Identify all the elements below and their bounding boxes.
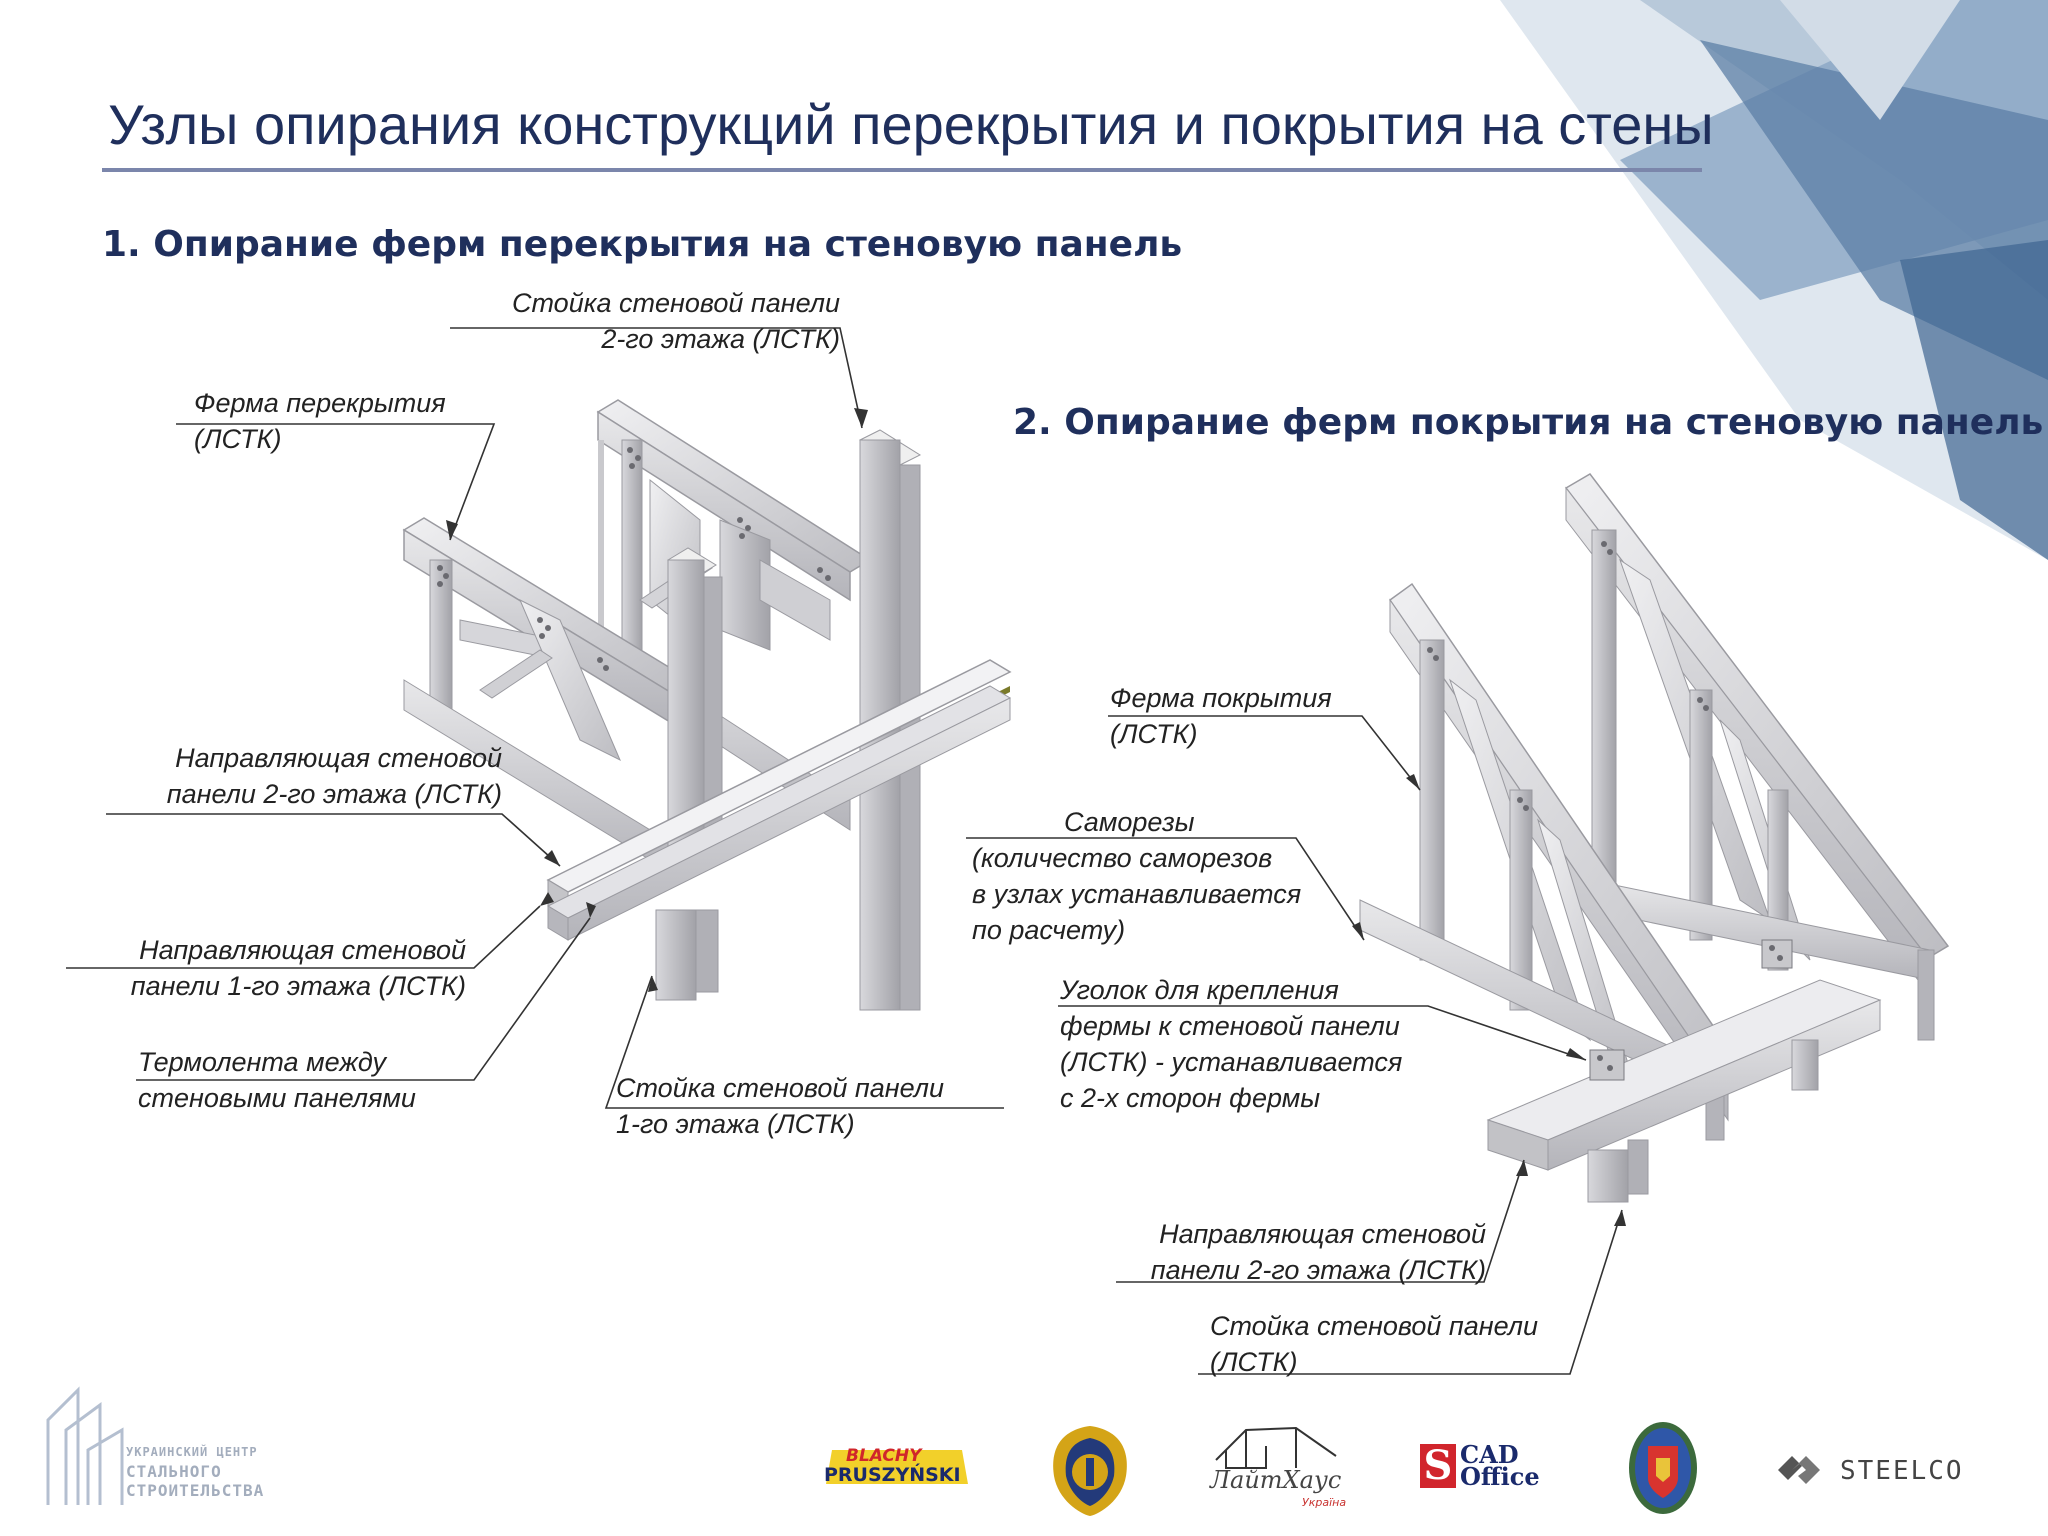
section-1-heading: 1. Опирание ферм перекрытия на стеновую … (102, 224, 1183, 265)
cad-office-logo: S CAD Office (1420, 1440, 1560, 1494)
slide-title: Узлы опирания конструкций перекрытия и п… (108, 93, 1714, 156)
lait-haus-text: ЛайтХаус (1210, 1466, 1342, 1494)
callout-line: панели 1-го этажа (ЛСТК) (130, 971, 466, 1001)
blachy-pruszynski-logo: BLACHY PRUSZYŃSKI (812, 1440, 972, 1500)
callout-roof-truss: Ферма покрытия (ЛСТК) (1110, 680, 1332, 752)
callout-line: (ЛСТК) - устанавливается (1060, 1047, 1403, 1077)
callout-line: Направляющая стеновой (175, 743, 502, 773)
callout-angle-bracket: Уголок для крепления фермы к стеновой па… (1060, 972, 1402, 1116)
cad-text: CAD (1460, 1440, 1519, 1469)
office-text: Office (1460, 1462, 1540, 1491)
callout-line: Стойка стеновой панели (616, 1073, 944, 1103)
callout-line: (количество саморезов (972, 843, 1273, 873)
blachy-text: BLACHY (846, 1446, 922, 1466)
ucss-logo-text: УКРАИНСКИЙ ЦЕНТР СТАЛЬНОГО СТРОИТЕЛЬСТВА (126, 1443, 264, 1500)
lait-haus-logo: ЛайтХаус Україна (1206, 1420, 1346, 1510)
ucss-line: СТАЛЬНОГО (126, 1462, 222, 1481)
callout-line: в узлах устанавливается (972, 879, 1302, 909)
callout-line: Стойка стеновой панели (1210, 1311, 1538, 1341)
ucss-line: УКРАИНСКИЙ ЦЕНТР (126, 1445, 258, 1459)
callout-line: 2-го этажа (ЛСТК) (601, 324, 840, 354)
callout-line: Термолента между (138, 1047, 386, 1077)
section-2-heading: 2. Опирание ферм покрытия на стеновую па… (1013, 402, 2044, 443)
callout-line: панели 2-го этажа (ЛСТК) (1150, 1255, 1486, 1285)
callout-line: по расчету) (972, 915, 1126, 945)
callout-line: Направляющая стеновой (1159, 1219, 1486, 1249)
cad-s-icon: S (1420, 1444, 1456, 1488)
callout-line: (ЛСТК) (1110, 719, 1198, 749)
callout-stud-roof: Стойка стеновой панели (ЛСТК) (1210, 1308, 1538, 1380)
steelco-mark-icon (1778, 1456, 1820, 1484)
callout-arrowheads (446, 408, 1626, 1226)
callout-line: панели 2-го этажа (ЛСТК) (166, 779, 502, 809)
university-crest-icon (1053, 1426, 1127, 1516)
callout-guide-roof: Направляющая стеновой панели 2-го этажа … (1116, 1216, 1486, 1288)
drawing-roof-truss (1359, 473, 1950, 1203)
callout-line: Ферма покрытия (1110, 683, 1332, 713)
steelco-logo: STEELCO (1774, 1450, 1974, 1490)
drawing-floor-truss (402, 399, 1012, 1011)
lait-haus-sub: Україна (1302, 1496, 1347, 1509)
callout-floor-truss: Ферма перекрытия (ЛСТК) (194, 385, 446, 457)
callout-line: с 2-х сторон фермы (1060, 1083, 1321, 1113)
callout-line: Направляющая стеновой (139, 935, 466, 965)
callout-line: фермы к стеновой панели (1060, 1011, 1400, 1041)
ucss-line: СТРОИТЕЛЬСТВА (126, 1481, 265, 1500)
steelco-text: STEELCO (1840, 1456, 1964, 1486)
callout-line: (ЛСТК) (194, 424, 282, 454)
callout-line: Саморезы (1064, 807, 1195, 837)
callout-guide-2nd-floor: Направляющая стеновой панели 2-го этажа … (104, 740, 502, 812)
callout-line: (ЛСТК) (1210, 1347, 1298, 1377)
callout-stud-1st-floor: Стойка стеновой панели 1-го этажа (ЛСТК) (616, 1070, 944, 1142)
ucss-logo-icon (46, 1386, 124, 1505)
callout-line: Ферма перекрытия (194, 388, 446, 418)
callout-line: Стойка стеновой панели (512, 288, 840, 318)
pruszynski-text: PRUSZYŃSKI (824, 1464, 961, 1486)
callout-stud-2nd-floor: Стойка стеновой панели 2-го этажа (ЛСТК) (452, 285, 840, 357)
callout-guide-1st-floor: Направляющая стеновой панели 1-го этажа … (64, 932, 466, 1004)
regional-emblem-icon (1629, 1422, 1697, 1514)
callout-screws: Саморезы (количество саморезов в узлах у… (972, 804, 1301, 948)
callout-leaders (66, 327, 1623, 1375)
callout-line: Уголок для крепления (1060, 975, 1339, 1005)
title-divider (102, 168, 1702, 172)
callout-thermal-tape: Термолента между стеновыми панелями (138, 1044, 416, 1116)
callout-line: 1-го этажа (ЛСТК) (616, 1109, 855, 1139)
callout-line: стеновыми панелями (138, 1083, 416, 1113)
